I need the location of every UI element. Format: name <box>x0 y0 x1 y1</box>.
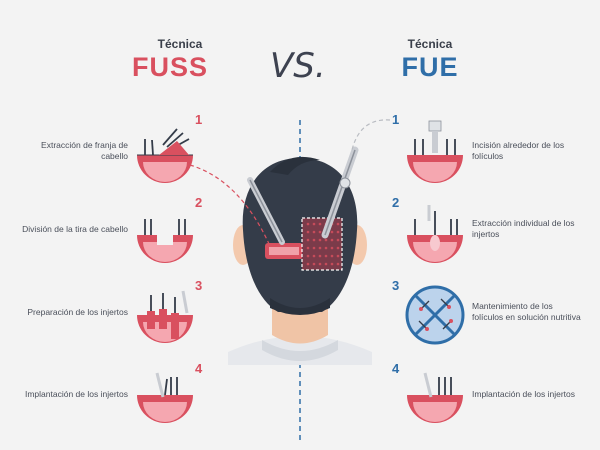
fue-step2-bowl <box>407 205 463 263</box>
fue-step-4-label: Implantación de los injertos <box>472 389 576 399</box>
fuss-step-1-number: 1 <box>195 112 203 127</box>
fue-step-3-number: 3 <box>392 278 400 293</box>
fuss-step3-bowl <box>137 290 193 343</box>
fuss-step4-bowl <box>137 372 193 423</box>
fue-step-2-label: Extracción individual de los injertos <box>472 218 575 239</box>
fuss-step-3-number: 3 <box>195 278 203 293</box>
fuss-step-3-label: Preparación de los injertos <box>27 307 128 317</box>
fue-step-1-number: 1 <box>392 112 400 127</box>
fue-donor-area <box>301 217 343 271</box>
fuss-step-2-label: División de la tira de cabello <box>22 224 128 234</box>
fuss-step-1-label: Extracción de franja de cabello <box>41 140 128 161</box>
fuss-step-2-number: 2 <box>195 195 203 210</box>
hair-tuft <box>270 156 320 175</box>
fue-tecnica-label: Técnica <box>407 37 453 51</box>
fue-step-3-label: Mantenimiento de los folículos en soluci… <box>472 301 581 322</box>
fuss-title: FUSS <box>131 52 208 82</box>
fue-step4-bowl <box>407 372 463 423</box>
head-hair <box>242 158 358 312</box>
fuss-step-4-number: 4 <box>195 361 203 376</box>
fue-step-1-label: Incisión alrededor de los folículos <box>472 140 565 161</box>
fue-step-2-number: 2 <box>392 195 400 210</box>
fue-step1-bowl <box>407 120 463 183</box>
collar <box>262 340 338 361</box>
fuss-connector <box>189 164 271 247</box>
fuss-step1-bowl <box>137 128 193 183</box>
fue-step-4-number: 4 <box>392 361 400 376</box>
vs-label: VS. <box>270 46 326 86</box>
fuss-step-4-label: Implantación de los injertos <box>24 389 128 399</box>
fue-step3-dish <box>405 285 465 345</box>
fuss-step2-bowl <box>137 219 193 263</box>
fue-title: FUE <box>401 52 459 82</box>
fue-connector <box>351 119 391 151</box>
fuss-tecnica-label: Técnica <box>157 37 203 51</box>
